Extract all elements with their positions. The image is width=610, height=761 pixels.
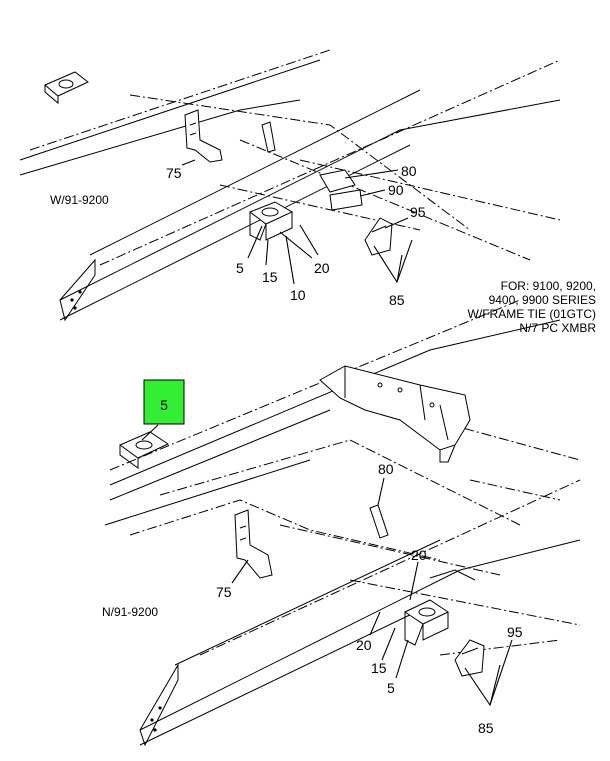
bottom-view-leaders	[141, 424, 513, 707]
bottom-view-drawing	[104, 299, 581, 747]
highlight-box[interactable]	[143, 379, 185, 425]
callout-15-bottom[interactable]: 15	[371, 660, 387, 676]
view-label-bottom: N/91-9200	[102, 605, 158, 619]
callout-5-bottom[interactable]: 5	[387, 680, 395, 696]
callout-80-bottom[interactable]: 80	[378, 461, 394, 477]
series-note: FOR: 9100, 9200, 9400, 9900 SERIES W/FRA…	[468, 279, 597, 335]
callout-20-upper-bottom[interactable]: 20	[411, 547, 427, 563]
top-view-drawing	[19, 49, 561, 322]
note-line-2: 9400, 9900 SERIES	[489, 293, 596, 307]
callout-85-top[interactable]: 85	[389, 292, 405, 308]
note-line-1: FOR: 9100, 9200,	[501, 279, 596, 293]
note-line-4: N/7 PC XMBR	[519, 321, 596, 335]
view-label-top: W/91-9200	[50, 193, 109, 207]
callout-20-top[interactable]: 20	[314, 260, 330, 276]
callout-10-top[interactable]: 10	[290, 287, 306, 303]
top-view-leaders	[181, 159, 413, 285]
callout-75-bottom[interactable]: 75	[216, 584, 232, 600]
callout-95-bottom[interactable]: 95	[507, 624, 523, 640]
callout-15-top[interactable]: 15	[262, 269, 278, 285]
callout-75-top[interactable]: 75	[166, 165, 182, 181]
callout-85-bottom[interactable]: 85	[478, 720, 494, 736]
note-line-3: W/FRAME TIE (01GTC)	[468, 307, 596, 321]
callout-20-lower-bottom[interactable]: 20	[356, 637, 372, 653]
callout-95-top[interactable]: 95	[410, 204, 426, 220]
callout-80-top[interactable]: 80	[401, 163, 417, 179]
callout-90-top[interactable]: 90	[388, 182, 404, 198]
callout-5-highlighted[interactable]: 5	[160, 397, 168, 413]
callout-5-top[interactable]: 5	[236, 260, 244, 276]
